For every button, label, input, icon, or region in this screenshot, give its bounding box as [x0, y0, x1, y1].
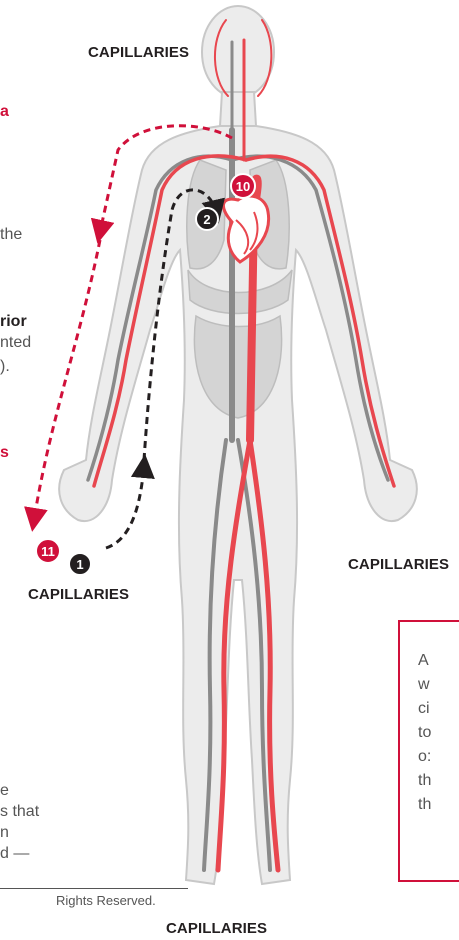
neck — [220, 92, 256, 126]
marker-1-label: 1 — [76, 557, 83, 572]
marker-10: 10 — [231, 174, 255, 198]
marker-2: 2 — [196, 208, 218, 230]
marker-11: 11 — [36, 539, 60, 563]
capillaries-label-top: CAPILLARIES — [88, 44, 189, 61]
capillaries-label-left: CAPILLARIES — [28, 586, 129, 603]
marker-10-label: 10 — [236, 179, 250, 194]
marker-2-label: 2 — [203, 212, 210, 227]
marker-11-label: 11 — [41, 544, 55, 559]
capillaries-label-bottom: CAPILLARIES — [166, 920, 267, 937]
capillaries-label-right: CAPILLARIES — [348, 556, 449, 573]
head — [202, 6, 274, 98]
marker-1: 1 — [69, 553, 91, 575]
